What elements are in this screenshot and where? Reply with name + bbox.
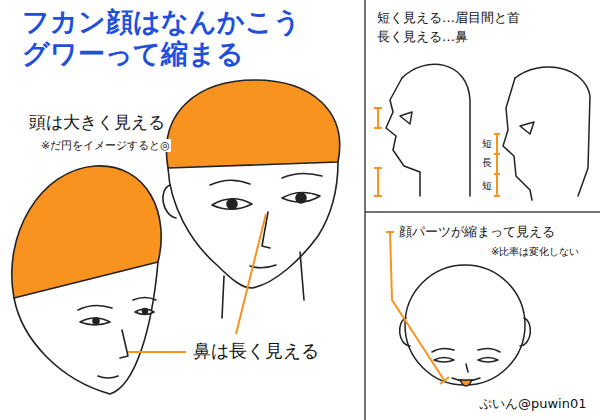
tongue <box>460 380 472 386</box>
eye <box>478 358 498 363</box>
mouth <box>98 376 118 378</box>
note: ※比率は変化しない <box>490 246 580 258</box>
measure-bracket <box>386 232 449 384</box>
eyebrow <box>133 298 156 301</box>
head-back <box>402 64 470 196</box>
eyebrow <box>432 348 454 352</box>
measure-label: 長 <box>481 157 493 169</box>
pupil <box>143 309 148 314</box>
ear <box>520 318 530 346</box>
face-profile <box>503 78 532 200</box>
ear <box>163 185 176 218</box>
note: ※だ円をイメージすると◎ <box>40 139 171 152</box>
pupil <box>93 318 99 324</box>
head-drawing <box>163 80 340 318</box>
signature: ぷいん@puwin01 <box>478 396 588 412</box>
eye <box>135 309 154 315</box>
note: 短く見える…眉目間と首 <box>376 10 521 26</box>
face-outline <box>14 262 158 394</box>
pupil <box>296 193 306 203</box>
head-drawing <box>400 265 531 386</box>
nose <box>466 364 468 372</box>
callout-text: 顔パーツが縮まって見える <box>398 224 556 240</box>
measure-bracket <box>374 108 382 128</box>
face-profile <box>386 78 420 196</box>
leader-line <box>236 214 266 334</box>
callout-text: 鼻は長く見える <box>192 340 320 362</box>
eye <box>212 199 252 210</box>
eye <box>80 318 110 325</box>
nose <box>120 330 128 358</box>
measure-label: 短 <box>481 138 493 150</box>
profile-heads <box>386 64 590 200</box>
head-drawing <box>12 166 161 394</box>
title: フカン顔はなんかこう グワーって縮まる <box>22 6 352 69</box>
ear <box>400 318 410 346</box>
measure-label: 短 <box>481 180 493 192</box>
callout-text: 頭は大きく見える <box>28 112 166 132</box>
leader-line <box>128 351 186 353</box>
measure-bracket <box>494 134 500 196</box>
head-cap <box>166 80 339 168</box>
head-outline <box>405 265 525 385</box>
panel-divider <box>365 211 600 213</box>
eye <box>434 358 454 363</box>
head-back <box>515 67 590 196</box>
eyebrow <box>282 173 322 178</box>
head-cap <box>12 166 161 298</box>
panel-divider <box>364 0 366 420</box>
eye <box>400 112 412 124</box>
eyebrow <box>210 180 250 185</box>
eyebrow <box>78 305 112 310</box>
pupil <box>227 199 237 209</box>
measure-bracket <box>374 168 382 196</box>
eye <box>282 192 320 202</box>
neck <box>222 276 224 318</box>
neck <box>300 252 304 300</box>
eyebrow <box>478 348 500 352</box>
measure-bracket <box>374 108 500 196</box>
eye <box>520 122 534 134</box>
note: 長く見える…鼻 <box>376 29 469 45</box>
